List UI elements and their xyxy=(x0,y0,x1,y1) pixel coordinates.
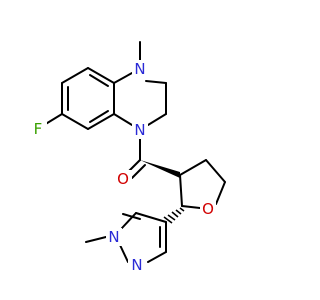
bond xyxy=(89,74,109,87)
bond xyxy=(181,205,201,209)
bond xyxy=(135,212,167,223)
atom-label-n-amide: N xyxy=(132,121,148,139)
bond xyxy=(61,67,89,84)
o-carbonyl-label: O xyxy=(117,170,129,188)
atom-label-o-carbonyl: O xyxy=(116,170,132,188)
bond xyxy=(121,212,137,229)
bond xyxy=(145,80,167,84)
n-amide-label: N xyxy=(134,121,145,139)
bond xyxy=(61,113,89,130)
atom-label-n-pyrazole-2: N xyxy=(128,256,144,274)
atom-label-n-methyl-ring: N xyxy=(132,60,148,78)
bond xyxy=(87,67,115,84)
bond xyxy=(179,174,183,207)
hashed-bond xyxy=(163,207,185,224)
bond xyxy=(113,72,133,84)
o-ring-label: O xyxy=(202,200,214,218)
bond xyxy=(113,113,133,126)
n-pyrazole-1-label: N xyxy=(108,228,119,246)
atom-label-n-pyrazole-1: N xyxy=(106,228,122,246)
bond xyxy=(131,164,146,179)
molecule-drawing: F N N O O N N xyxy=(31,41,226,274)
atom-label-o-ring: O xyxy=(200,200,216,218)
fluorine-label: F xyxy=(34,120,43,138)
bond xyxy=(205,159,226,183)
bond xyxy=(179,159,207,176)
bond xyxy=(89,110,109,123)
bond xyxy=(85,236,107,243)
bond xyxy=(87,113,115,130)
n-methyl-label: N xyxy=(134,60,145,78)
bond xyxy=(147,113,167,126)
bond xyxy=(119,244,129,263)
n-pyrazole-2-label: N xyxy=(131,256,142,274)
bond xyxy=(215,181,226,205)
structure-svg: F N N O O N N xyxy=(31,41,226,274)
wedge-bond xyxy=(140,160,180,178)
bond xyxy=(147,251,167,263)
atom-label-fluorine: F xyxy=(31,120,47,138)
